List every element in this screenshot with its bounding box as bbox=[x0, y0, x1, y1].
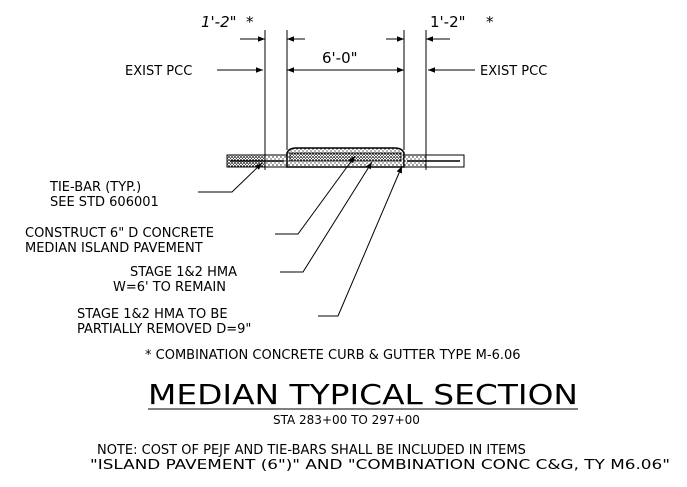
note-line2: "ISLAND PAVEMENT (6")" AND "COMBINATION … bbox=[90, 458, 670, 473]
tie-bar-label-line2: SEE STD 606001 bbox=[50, 195, 159, 210]
hma-remain-label-line2: W=6' TO REMAIN bbox=[113, 280, 226, 295]
left-curb-footnote-mark: * bbox=[246, 13, 254, 31]
section-title: MEDIAN TYPICAL SECTION bbox=[148, 378, 578, 411]
right-curb-footnote-mark: * bbox=[486, 13, 494, 31]
hma-remain-label-line1: STAGE 1&2 HMA bbox=[130, 265, 237, 280]
footnote: * COMBINATION CONCRETE CURB & GUTTER TYP… bbox=[145, 348, 521, 363]
left-curb-dimension: 1'-2" bbox=[201, 13, 237, 31]
right-curb-dimension: 1'-2" bbox=[430, 13, 466, 31]
callout-leaders bbox=[198, 155, 403, 317]
note-line1: NOTE: COST OF PEJF AND TIE-BARS SHALL BE… bbox=[97, 443, 526, 458]
exist-pcc-left-label: EXIST PCC bbox=[125, 64, 192, 79]
hma-removed-label-line2: PARTIALLY REMOVED D=9" bbox=[77, 322, 251, 337]
hma-removed-label-line1: STAGE 1&2 HMA TO BE bbox=[77, 307, 228, 322]
construct-label-line1: CONSTRUCT 6" D CONCRETE bbox=[25, 226, 214, 241]
construct-label-line2: MEDIAN ISLAND PAVEMENT bbox=[25, 241, 203, 256]
median-width-dimension: 6'-0" bbox=[322, 49, 358, 67]
tie-bar-label-line1: TIE-BAR (TYP.) bbox=[49, 180, 141, 195]
pavement-section bbox=[226, 147, 465, 170]
extension-lines bbox=[264, 30, 427, 150]
exist-pcc-right-label: EXIST PCC bbox=[480, 64, 547, 79]
dimension-lines bbox=[217, 36, 475, 73]
station-range: STA 283+00 TO 297+00 bbox=[273, 413, 420, 427]
